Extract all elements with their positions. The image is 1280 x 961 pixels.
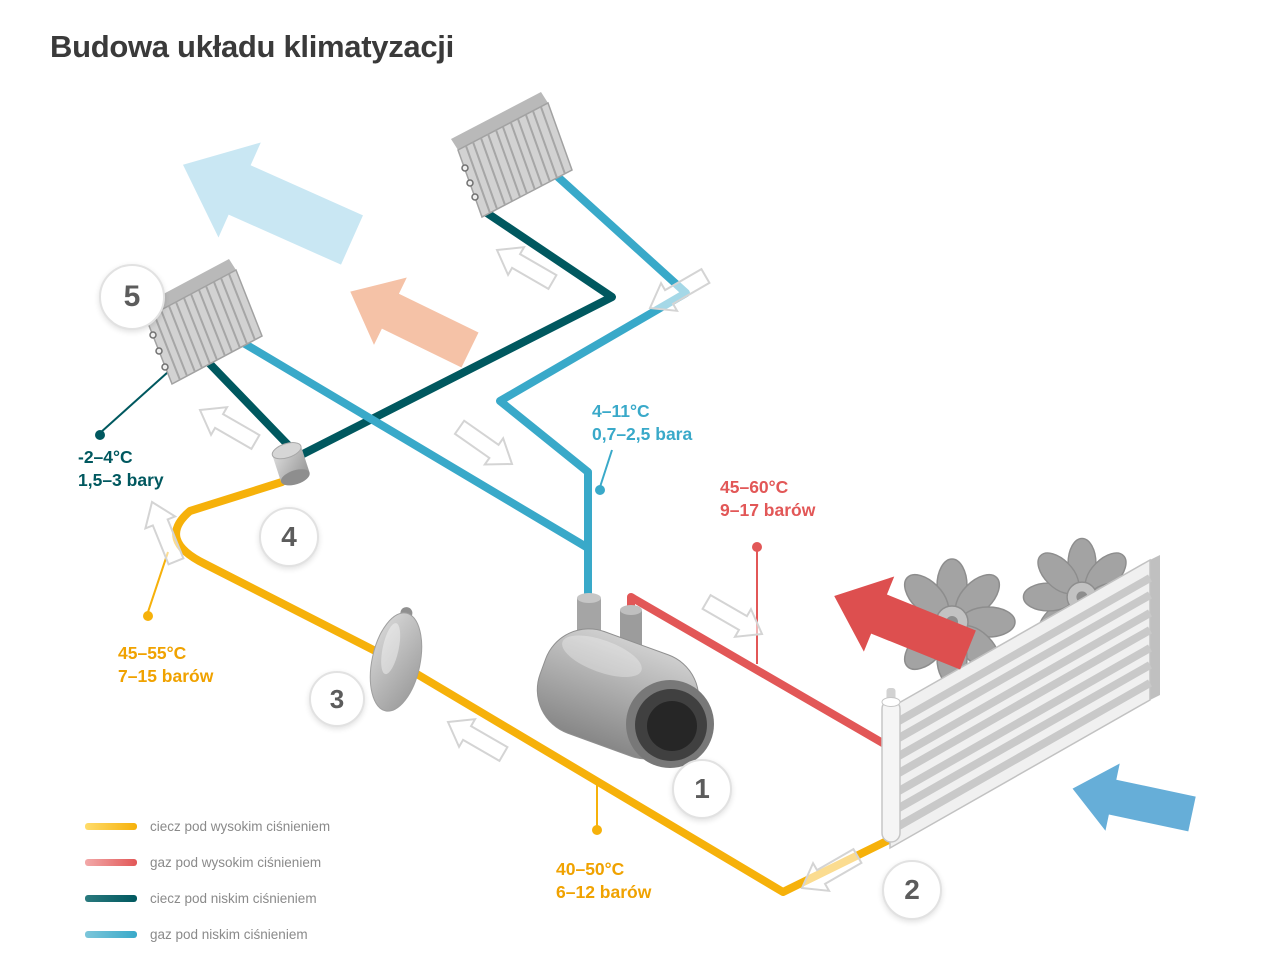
dot-liquid-left [143,611,153,621]
legend-item-liquid-high: ciecz pod wysokim ciśnieniem [85,818,330,834]
dot-discharge [752,542,762,552]
expansion-valve [271,442,310,486]
condenser-slats [888,574,1152,835]
dot-liquid-bottom [592,825,602,835]
panel-ports [149,331,169,371]
marker-expansion-valve: 4 [259,507,319,567]
condenser [881,537,1160,850]
label-pressure: 0,7–2,5 bara [592,423,693,444]
leader-suction [599,449,613,488]
legend-swatch-teal [85,894,137,902]
panel-fins [153,273,256,381]
dot-evaporator-out [95,430,105,440]
label-evaporator-out: -2–4°C 1,5–3 bary [78,446,164,492]
label-temp: 4–11°C [592,401,650,421]
measurement-points [95,371,762,835]
panel-fins [465,106,566,214]
legend-label: gaz pod wysokim ciśnieniem [150,854,322,870]
marker-compressor: 1 [672,759,732,819]
valve-bottom [280,469,310,486]
legend-swatch-yellow [85,822,137,830]
flow-arrow-icon [449,413,523,479]
compressor [536,593,714,768]
label-pressure: 1,5–3 bary [78,469,164,490]
pipe-liquid-low-pressure-lower [206,360,295,452]
pipe-gas-low-pressure-lower [226,331,592,552]
legend-label: ciecz pod niskim ciśnieniem [150,890,317,906]
condenser-side-face [1150,555,1160,700]
legend-item-gas-low: gaz pod niskim ciśnieniem [85,926,330,942]
label-liquid-line-left: 45–55°C 7–15 barów [118,642,213,688]
label-temp: 45–55°C [118,643,187,663]
dryer-highlight [381,623,401,675]
leader-evaporator-out [99,371,169,434]
marker-condenser: 2 [882,860,942,920]
pipe-liquid-low-pressure-upper [299,207,616,458]
evaporator-upper-panel [451,92,573,219]
flow-arrow-icon [488,235,562,297]
dot-suction [595,485,605,495]
panel-ports [461,164,479,201]
panel-top-face [451,92,548,150]
flow-arrow-icon [136,495,192,569]
label-temp: 45–60°C [720,477,789,497]
filter-dryer [369,607,423,712]
legend-item-gas-high: gaz pod wysokim ciśnieniem [85,854,330,870]
legend: ciecz pod wysokim ciśnieniem gaz pod wys… [85,818,330,961]
valve-top [271,442,302,460]
dryer-body [369,612,423,712]
pipe-gas-low-pressure-upper [496,173,690,626]
label-suction-gas: 4–11°C 0,7–2,5 bara [592,400,692,446]
flow-arrow-icon [793,841,867,903]
flow-arrow-icon [439,707,513,769]
label-pressure: 7–15 barów [118,665,214,686]
legend-label: gaz pod niskim ciśnieniem [150,926,308,942]
compressor-port-discharge [620,605,642,646]
marker-evaporator: 5 [99,264,165,330]
pipe-liquid-high-pressure [172,478,897,896]
label-discharge-gas: 45–60°C 9–17 barów [720,476,815,522]
marker-dryer: 3 [309,671,365,727]
legend-swatch-cyan [85,930,137,938]
label-pressure: 6–12 barów [556,881,652,902]
label-temp: 40–50°C [556,859,625,879]
condenser-header-pipe [881,699,901,843]
legend-label: ciecz pod wysokim ciśnieniem [150,818,331,834]
intake-air-arrow [1065,755,1200,848]
legend-swatch-red [85,858,137,866]
page-title: Budowa układu klimatyzacji [50,28,454,64]
warm-air-arrow [333,257,487,384]
cold-air-arrow [161,117,374,288]
label-pressure: 9–17 barów [720,499,816,520]
header-top [881,697,901,707]
leader-liquid-left [147,551,169,613]
label-liquid-line-bottom: 40–50°C 6–12 barów [556,858,651,904]
legend-item-liquid-low: ciecz pod niskim ciśnieniem [85,890,330,906]
label-temp: -2–4°C [78,447,133,467]
compressor-end-core [647,701,697,751]
